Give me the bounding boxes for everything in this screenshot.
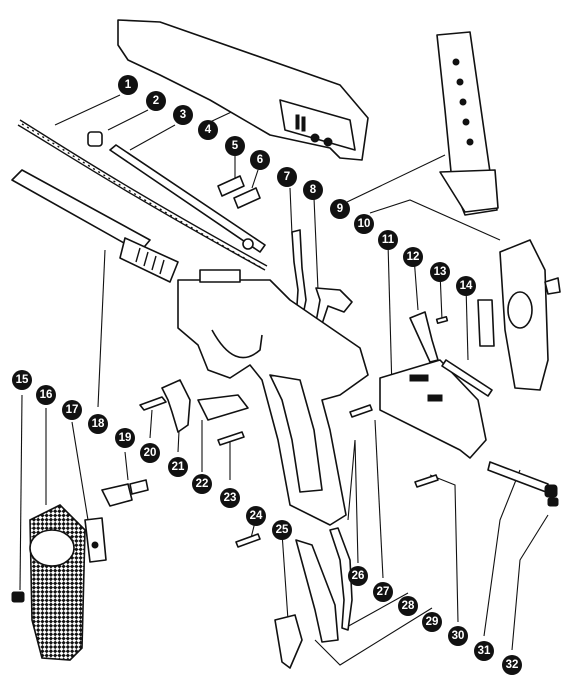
svg-text:30: 30 bbox=[452, 630, 465, 642]
svg-text:17: 17 bbox=[66, 404, 79, 416]
callout-20: 20 bbox=[140, 443, 160, 463]
svg-text:15: 15 bbox=[16, 374, 29, 386]
callout-21: 21 bbox=[168, 457, 188, 477]
svg-text:27: 27 bbox=[377, 586, 390, 598]
guide-rod-part bbox=[109, 144, 266, 253]
trigger-parts bbox=[139, 379, 261, 548]
frame-part bbox=[177, 269, 369, 526]
callout-28: 28 bbox=[398, 596, 418, 616]
callout-2: 2 bbox=[146, 91, 166, 111]
svg-text:26: 26 bbox=[352, 570, 365, 582]
callout-15: 15 bbox=[12, 370, 32, 390]
svg-text:19: 19 bbox=[119, 432, 132, 444]
callout-12: 12 bbox=[403, 247, 423, 267]
callout-18: 18 bbox=[88, 414, 108, 434]
callout-11: 11 bbox=[378, 230, 398, 250]
svg-text:22: 22 bbox=[196, 478, 209, 490]
left-grip-panel bbox=[29, 504, 86, 661]
callout-25: 25 bbox=[272, 520, 292, 540]
callout-31: 31 bbox=[474, 641, 494, 661]
svg-text:31: 31 bbox=[478, 645, 491, 657]
callout-labels: 1 2 3 4 5 6 7 8 9 10 11 12 13 14 15 16 1… bbox=[12, 75, 522, 675]
svg-text:8: 8 bbox=[310, 184, 317, 196]
callout-1: 1 bbox=[118, 75, 138, 95]
callout-14: 14 bbox=[456, 276, 476, 296]
callout-9: 9 bbox=[330, 199, 350, 219]
callout-19: 19 bbox=[115, 428, 135, 448]
svg-text:13: 13 bbox=[434, 266, 447, 278]
callout-24: 24 bbox=[246, 506, 266, 526]
svg-text:9: 9 bbox=[337, 203, 343, 215]
svg-text:18: 18 bbox=[92, 418, 105, 430]
svg-text:16: 16 bbox=[40, 389, 53, 401]
callout-5: 5 bbox=[225, 136, 245, 156]
callout-30: 30 bbox=[448, 626, 468, 646]
rear-block-part bbox=[379, 359, 487, 459]
callout-29: 29 bbox=[422, 612, 442, 632]
callout-22: 22 bbox=[192, 474, 212, 494]
callout-26: 26 bbox=[348, 566, 368, 586]
svg-text:32: 32 bbox=[506, 659, 519, 671]
svg-text:20: 20 bbox=[144, 447, 157, 459]
callout-27: 27 bbox=[373, 582, 393, 602]
callout-7: 7 bbox=[277, 167, 297, 187]
pin-parts bbox=[349, 404, 559, 507]
callout-32: 32 bbox=[502, 655, 522, 675]
svg-text:12: 12 bbox=[407, 251, 420, 263]
svg-text:5: 5 bbox=[232, 140, 239, 152]
svg-text:29: 29 bbox=[426, 616, 439, 628]
grip-screw-and-plate bbox=[11, 517, 107, 603]
svg-text:4: 4 bbox=[205, 124, 212, 136]
svg-text:21: 21 bbox=[172, 461, 185, 473]
svg-text:10: 10 bbox=[358, 218, 371, 230]
right-grip-panel bbox=[499, 239, 561, 391]
recoil-spring-part bbox=[17, 119, 268, 271]
svg-text:24: 24 bbox=[250, 510, 263, 522]
callout-17: 17 bbox=[62, 400, 82, 420]
svg-text:28: 28 bbox=[402, 600, 415, 612]
button-part bbox=[101, 479, 149, 507]
callout-4: 4 bbox=[198, 120, 218, 140]
small-parts bbox=[409, 299, 495, 397]
mainspring-parts bbox=[274, 527, 353, 669]
magazine-part bbox=[436, 31, 499, 216]
callout-23: 23 bbox=[220, 488, 240, 508]
barrel-part bbox=[11, 169, 179, 283]
svg-text:7: 7 bbox=[284, 171, 290, 183]
callout-6: 6 bbox=[250, 150, 270, 170]
slide-part bbox=[117, 19, 369, 161]
svg-text:6: 6 bbox=[257, 154, 263, 166]
svg-text:11: 11 bbox=[382, 234, 395, 246]
callout-10: 10 bbox=[354, 214, 374, 234]
callout-16: 16 bbox=[36, 385, 56, 405]
svg-text:25: 25 bbox=[276, 524, 289, 536]
svg-text:23: 23 bbox=[224, 492, 237, 504]
svg-text:2: 2 bbox=[153, 95, 159, 107]
callout-13: 13 bbox=[430, 262, 450, 282]
lever-parts bbox=[291, 229, 353, 331]
callout-8: 8 bbox=[303, 180, 323, 200]
svg-text:14: 14 bbox=[460, 280, 473, 292]
svg-text:1: 1 bbox=[125, 79, 132, 91]
callout-3: 3 bbox=[173, 105, 193, 125]
screw-parts bbox=[217, 175, 261, 209]
svg-text:3: 3 bbox=[180, 109, 186, 121]
bushing-part bbox=[87, 131, 103, 147]
